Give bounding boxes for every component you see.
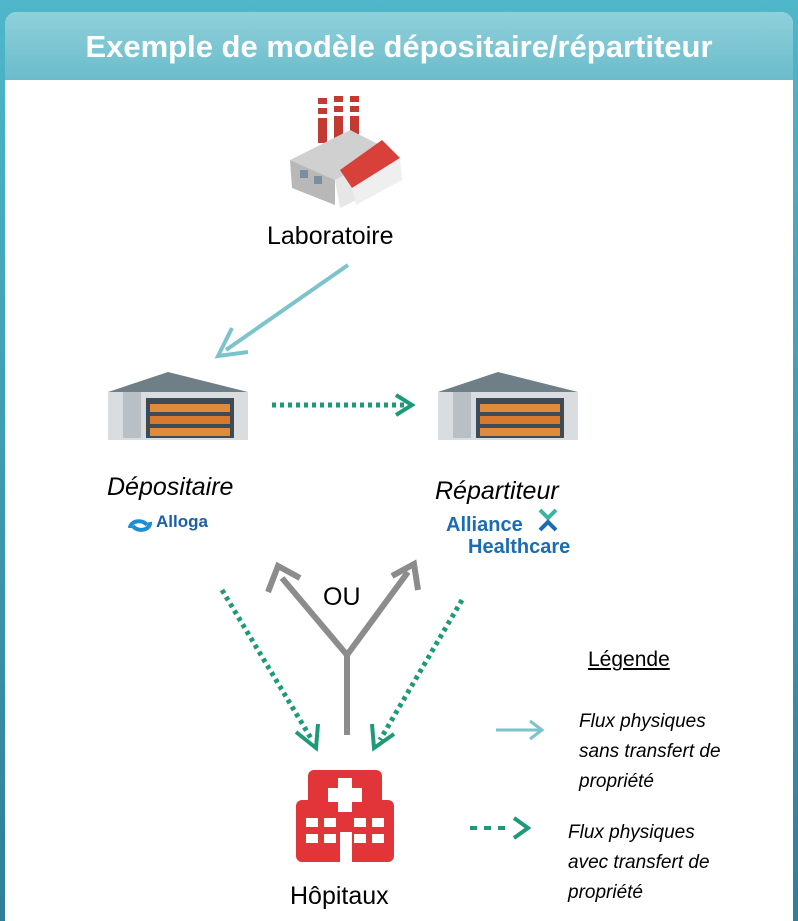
logo-alliance-healthcare: Alliance Healthcare — [446, 514, 570, 558]
legend-item2-line2: avec transfert de — [568, 852, 710, 873]
logo-alloga-text: Alloga — [130, 512, 208, 532]
hospital-icon — [296, 770, 394, 862]
legend-dotted-arrow — [470, 816, 532, 840]
alloga-logo-mark — [128, 519, 153, 532]
factory-icon — [290, 96, 402, 208]
warehouse-icon-repartiteur — [438, 372, 578, 440]
alliance-logo-mark — [538, 508, 558, 532]
legend-item2-line1: Flux physiques — [568, 822, 695, 843]
legend-item2-text: Flux physiques avec transfert de proprié… — [568, 818, 788, 908]
alliance-line1: Alliance — [446, 514, 523, 536]
legend-title: Légende — [588, 648, 670, 671]
legend-solid-arrow — [496, 719, 545, 741]
alloga-label: Alloga — [156, 512, 208, 531]
legend-item1-line2: sans transfert de — [579, 741, 721, 762]
node-repartiteur: Répartiteur — [435, 477, 559, 505]
legend-item1-line1: Flux physiques — [579, 711, 706, 732]
slide-title: Exemple de modèle dépositaire/répartiteu… — [85, 29, 713, 64]
legend-item1-text: Flux physiques sans transfert de proprié… — [579, 707, 798, 797]
legend-item2-line3: propriété — [568, 882, 643, 903]
solid-arrow-lab-to-depositaire — [214, 263, 350, 359]
title-bar: Exemple de modèle dépositaire/répartiteu… — [5, 12, 793, 80]
node-laboratoire: Laboratoire — [267, 222, 394, 250]
dotted-arrow-depositaire-to-repartiteur — [272, 393, 416, 417]
legend-item1-line3: propriété — [579, 771, 654, 792]
dotted-arrow-repartiteur-to-hopitaux — [370, 598, 465, 752]
ou-label: OU — [323, 583, 361, 611]
node-depositaire: Dépositaire — [107, 473, 234, 501]
node-hopitaux: Hôpitaux — [290, 882, 389, 910]
gray-or-arrow — [265, 559, 421, 735]
alliance-line2: Healthcare — [468, 536, 571, 558]
warehouse-icon-depositaire — [108, 372, 248, 440]
dotted-arrow-depositaire-to-hopitaux — [219, 588, 320, 752]
